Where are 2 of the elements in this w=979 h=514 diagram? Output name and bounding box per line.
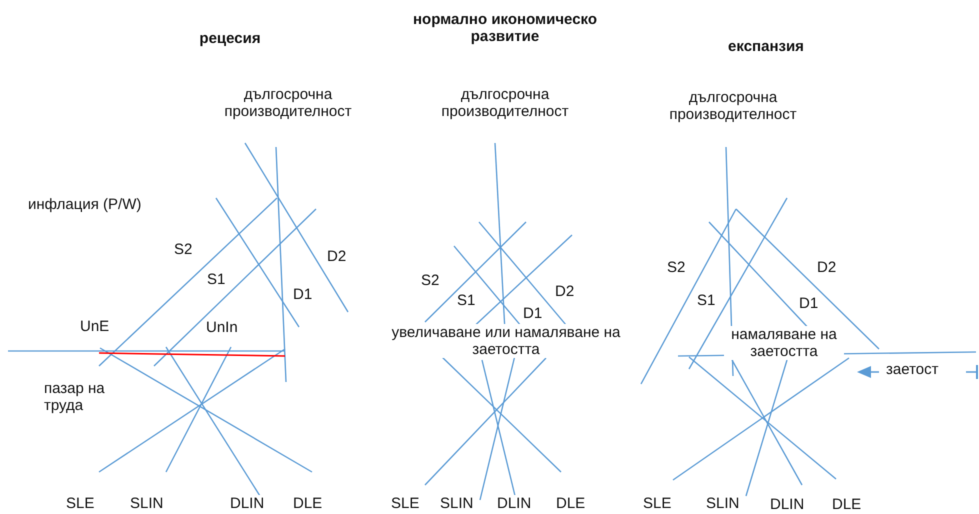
annotation-text: намаляване на заетостта: [724, 326, 844, 360]
axis-label: инфлация (P/W): [28, 196, 142, 213]
